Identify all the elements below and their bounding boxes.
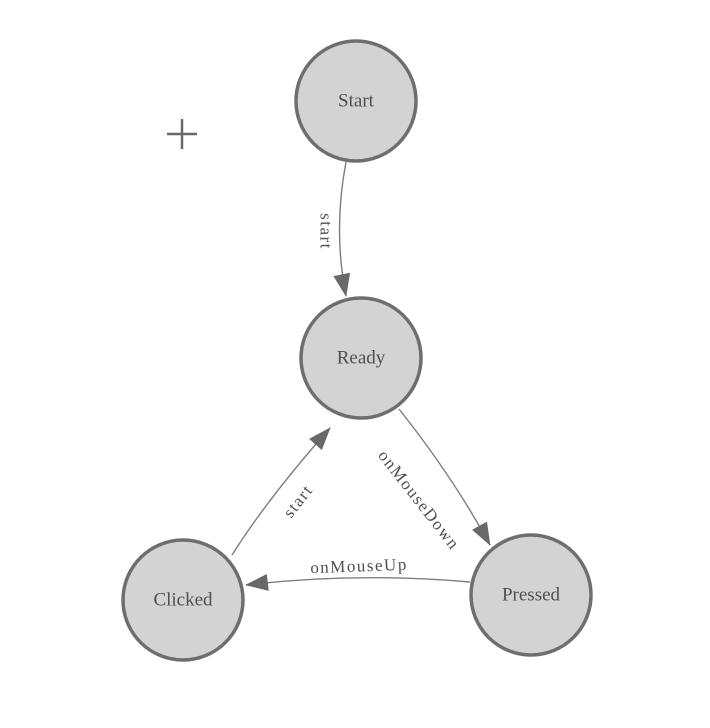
edge-clicked-to-ready[interactable] [231,427,331,556]
edge-group [231,161,491,591]
node-clicked-circle[interactable] [121,538,245,662]
node-pressed-circle[interactable] [469,533,593,657]
edge-label-clicked-to-ready: start [279,481,317,522]
edge-label-pressed-to-clicked: onMouseUp [310,555,408,577]
node-clicked[interactable]: Clicked [121,538,245,662]
edge-label-start-to-ready: start [317,213,336,250]
node-ready[interactable]: Ready [299,296,423,420]
edge-ready-to-pressed[interactable] [398,408,491,546]
edge-start-to-ready[interactable] [333,161,351,297]
node-ready-circle[interactable] [299,296,423,420]
node-start-circle[interactable] [294,39,418,163]
crosshair-plus-icon [167,119,197,149]
edge-pressed-to-clicked[interactable] [245,573,471,591]
node-pressed[interactable]: Pressed [469,533,593,657]
node-start[interactable]: Start [294,39,418,163]
edge-label-ready-to-pressed: onMouseDown [374,446,464,553]
